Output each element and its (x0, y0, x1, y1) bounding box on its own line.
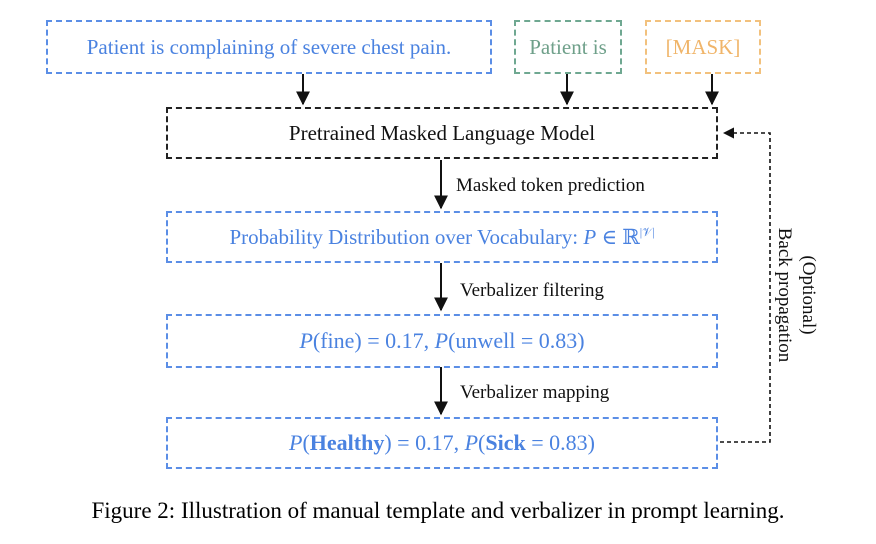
distribution-superscript: |𝒱| (639, 224, 655, 239)
step-label-prediction: Masked token prediction (456, 175, 645, 196)
template-text: Patient is (529, 34, 607, 59)
model-label: Pretrained Masked Language Model (288, 120, 596, 145)
distribution-text: Probability Distribution over Vocabulary… (230, 225, 655, 250)
mapped-box: P(Healthy) = 0.17, P(Sick = 0.83) (166, 417, 718, 469)
distribution-label: Probability Distribution over Vocabulary… (229, 224, 584, 249)
figure-caption: Figure 2: Illustration of manual templat… (91, 498, 785, 523)
mapped-p1: P (289, 430, 303, 455)
step-label-filtering: Verbalizer filtering (460, 280, 605, 301)
backprop-connector (720, 127, 771, 443)
backprop-text: Back propagation (774, 227, 795, 363)
distribution-set: ∈ ℝ (596, 224, 640, 249)
filtered-text: P(fine) = 0.17, P(unwell = 0.83) (299, 328, 584, 354)
model-box: Pretrained Masked Language Model (166, 107, 718, 159)
input-sentence-text: Patient is complaining of severe chest p… (86, 34, 452, 59)
mapped-open1: ( (302, 430, 310, 455)
mapped-sick: Sick (485, 430, 526, 455)
mask-token: [MASK] (665, 34, 741, 59)
template-box: Patient is (514, 20, 622, 74)
filtered-p2: P (434, 328, 449, 353)
filtered-box: P(fine) = 0.17, P(unwell = 0.83) (166, 314, 718, 368)
backprop-optional: (Optional) (798, 255, 819, 335)
distribution-box: Probability Distribution over Vocabulary… (166, 211, 718, 263)
filtered-p1: P (299, 328, 313, 353)
filtered-unwell: (unwell = 0.83) (448, 328, 585, 353)
mapped-p2: P (464, 430, 479, 455)
backprop-label: (Optional) Back propagation (770, 205, 820, 385)
distribution-symbol: P (583, 224, 597, 249)
mapped-sick-value: = 0.83) (525, 430, 595, 455)
mapped-healthy-value: ) = 0.17, (384, 430, 465, 455)
input-sentence-box: Patient is complaining of severe chest p… (46, 20, 492, 74)
mapped-open2: ( (478, 430, 486, 455)
step-label-mapping: Verbalizer mapping (460, 382, 610, 403)
mapped-healthy: Healthy (309, 430, 385, 455)
filtered-fine: (fine) = 0.17, (312, 328, 435, 353)
mapped-text: P(Healthy) = 0.17, P(Sick = 0.83) (289, 430, 595, 456)
mask-box: [MASK] (645, 20, 761, 74)
